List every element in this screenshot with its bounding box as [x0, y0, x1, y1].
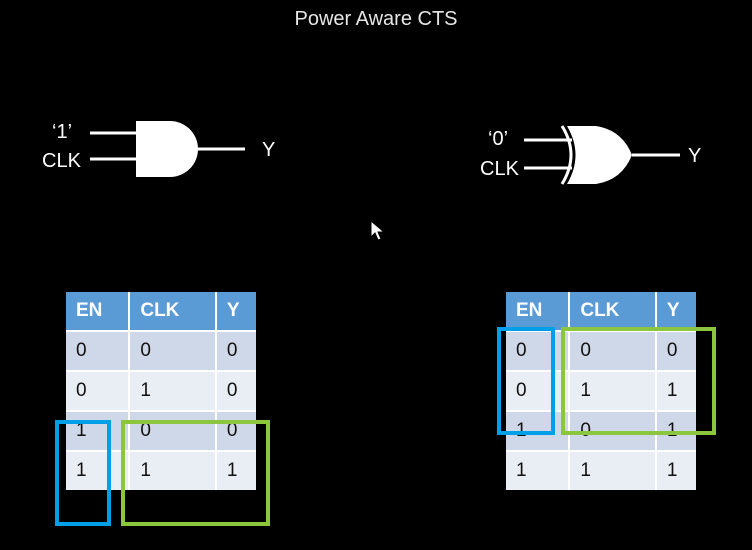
cell-y: 1 [655, 450, 696, 490]
cell-clk: 1 [569, 370, 657, 411]
cell-en: 1 [506, 450, 571, 490]
or-gate: ‘0’ CLK Y [480, 125, 701, 185]
cell-clk: 0 [569, 330, 657, 371]
mouse-cursor-icon [370, 220, 386, 241]
table-row: 0 0 0 [506, 330, 696, 371]
cell-en: 0 [66, 370, 131, 411]
or-input-top-label: ‘0’ [488, 128, 508, 150]
and-truth-table: EN CLK Y 0 0 0 0 1 0 1 0 0 1 1 1 [66, 292, 256, 490]
or-truth-table: EN CLK Y 0 0 0 0 1 1 1 0 1 1 1 1 [506, 292, 696, 490]
cell-clk: 1 [129, 370, 217, 411]
table-row: 0 1 1 [506, 370, 696, 411]
cell-y: 0 [215, 370, 256, 411]
and-input-bottom-label: CLK [42, 150, 82, 172]
header-clk: CLK [129, 292, 217, 331]
header-en: EN [506, 292, 571, 331]
table-row: 0 0 0 [66, 330, 256, 371]
table-row: 1 0 1 [506, 410, 696, 451]
cell-clk: 1 [569, 450, 657, 490]
or-output-label: Y [688, 145, 701, 167]
cell-y: 0 [655, 330, 696, 371]
cell-clk: 1 [129, 450, 217, 490]
table-header-row: EN CLK Y [506, 292, 696, 331]
header-y: Y [655, 292, 696, 331]
cell-y: 1 [655, 410, 696, 451]
cell-en: 0 [66, 330, 131, 371]
cell-y: 1 [655, 370, 696, 411]
table-row: 1 1 1 [506, 450, 696, 490]
cell-en: 1 [506, 410, 571, 451]
table-row: 1 1 1 [66, 450, 256, 490]
and-input-top-label: ‘1’ [52, 121, 72, 143]
header-en: EN [66, 292, 131, 331]
cell-en: 0 [506, 370, 571, 411]
cell-en: 0 [506, 330, 571, 371]
cell-y: 0 [215, 410, 256, 451]
cell-en: 1 [66, 450, 131, 490]
table-row: 0 1 0 [66, 370, 256, 411]
and-gate: ‘1’ CLK Y [42, 121, 275, 177]
and-output-label: Y [262, 139, 275, 161]
header-y: Y [215, 292, 256, 331]
page-title: Power Aware CTS [294, 8, 458, 30]
or-input-bottom-label: CLK [480, 158, 520, 180]
table-row: 1 0 0 [66, 410, 256, 451]
cell-clk: 0 [129, 330, 217, 371]
cell-clk: 0 [569, 410, 657, 451]
cell-y: 1 [215, 450, 256, 490]
cell-en: 1 [66, 410, 131, 451]
header-clk: CLK [569, 292, 657, 331]
cell-clk: 0 [129, 410, 217, 451]
table-header-row: EN CLK Y [66, 292, 256, 331]
cell-y: 0 [215, 330, 256, 371]
